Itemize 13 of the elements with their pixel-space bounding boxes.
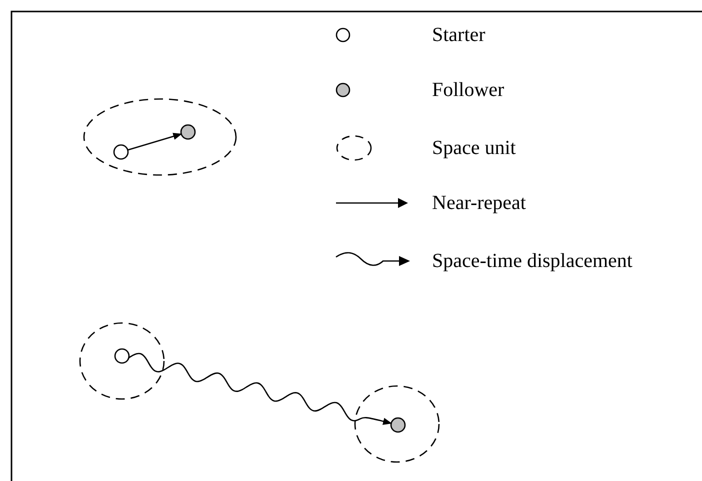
circle: [113, 144, 129, 160]
circle: [114, 348, 130, 364]
dashed-ellipse: [83, 98, 237, 176]
dashed-ellipse: [354, 385, 440, 463]
circle-marker: [180, 124, 196, 140]
dashed-ellipse: [79, 322, 165, 400]
legend-label: Starter: [432, 23, 486, 47]
circle-marker: [390, 417, 406, 433]
legend-label: Space-time displacement: [432, 249, 632, 273]
legend-label: Space unit: [432, 136, 516, 160]
legend-label: Near-repeat: [432, 191, 526, 215]
legend-label: Follower: [432, 78, 504, 102]
arrow: [128, 132, 182, 151]
